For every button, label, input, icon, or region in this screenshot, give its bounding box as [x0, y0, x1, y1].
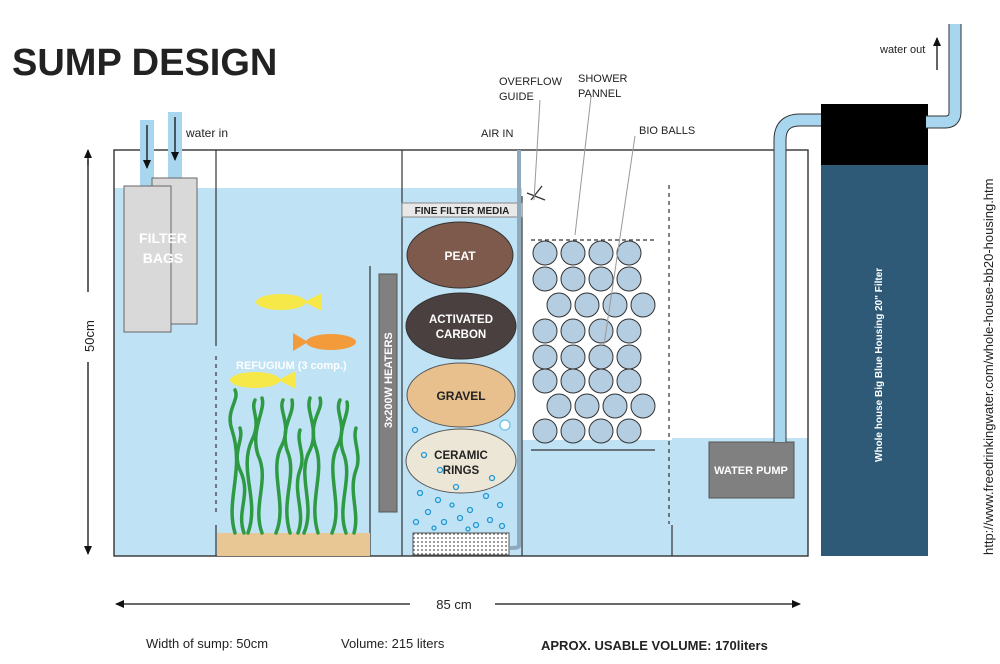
overflow-lip: [526, 192, 546, 201]
air-tube: [509, 150, 521, 550]
sump-tank: [113, 149, 809, 557]
ceramic-rings-label-1: CERAMIC: [434, 450, 488, 462]
pump-pipe-outline: [773, 113, 822, 442]
bio-balls-pointer: [603, 135, 636, 346]
fine-filter-media-label: FINE FILTER MEDIA: [415, 206, 510, 217]
ceramic-rings-label-2: RINGS: [443, 465, 480, 477]
heaters: [378, 273, 398, 513]
overflow-guide-label-1: OVERFLOW: [499, 76, 563, 88]
gravel-media: [406, 362, 516, 428]
fish-yellow-top: [256, 293, 322, 311]
height-label: 50cm: [82, 320, 97, 352]
filter-housing-cap: [821, 104, 928, 165]
ceramic-rings-media: [405, 428, 517, 494]
fish-yellow-bottom: [230, 371, 296, 389]
overflow-guide: [530, 185, 543, 201]
water-in-pipes: [140, 112, 182, 188]
filter-bags: [123, 177, 198, 333]
peat-media: [406, 221, 514, 289]
filter-housing: [821, 165, 928, 556]
footer-volume: Volume: 215 liters: [341, 636, 445, 651]
peat-label: PEAT: [444, 249, 476, 263]
bio-balls-label: BIO BALLS: [639, 125, 695, 137]
water-pump: [708, 441, 795, 499]
refugium-label: REFUGIUM (3 comp.): [236, 360, 347, 372]
activated-carbon-label-1: ACTIVATED: [429, 314, 493, 326]
heaters-label: 3x200W HEATERS: [383, 332, 395, 428]
page-title: SUMP DESIGN: [12, 42, 277, 84]
baffles: [215, 150, 673, 556]
pump-pipe: [774, 114, 822, 442]
source-url: http://www.freedrinkingwater.com/whole-h…: [981, 179, 996, 555]
outlet-pipe: [926, 24, 961, 128]
overflow-guide-pointer: [533, 99, 541, 201]
overflow-guide-label-2: GUIDE: [499, 91, 534, 103]
footer-width: Width of sump: 50cm: [146, 636, 268, 651]
air-stone: [412, 532, 510, 556]
shower-panel-pointer: [574, 96, 592, 236]
fish-orange: [293, 333, 356, 351]
activated-carbon-label-2: CARBON: [436, 329, 486, 341]
water-in-label: water in: [185, 126, 228, 140]
footer-usable-volume: APROX. USABLE VOLUME: 170liters: [541, 638, 768, 653]
gravel-label: GRAVEL: [436, 389, 485, 403]
water-out-label: water out: [879, 44, 925, 56]
shower-panel-label-2: PANNEL: [578, 88, 621, 100]
filter-bags-label-1: FILTER: [139, 230, 187, 246]
filter-bags-label-2: BAGS: [143, 250, 183, 266]
shower-panel-label-1: SHOWER: [578, 73, 628, 85]
water-pump-label: WATER PUMP: [714, 465, 788, 477]
plants: [228, 388, 360, 535]
length-label: 85 cm: [436, 597, 471, 612]
activated-carbon-media: [405, 292, 517, 360]
sand-bed: [217, 533, 370, 556]
air-in-label: AIR IN: [481, 128, 513, 140]
air-bubbles: [411, 419, 511, 532]
filter-housing-label: Whole house Big Blue Housing 20" Filter: [874, 268, 885, 462]
bio-balls: [532, 240, 656, 444]
fine-filter-media: [401, 202, 523, 218]
